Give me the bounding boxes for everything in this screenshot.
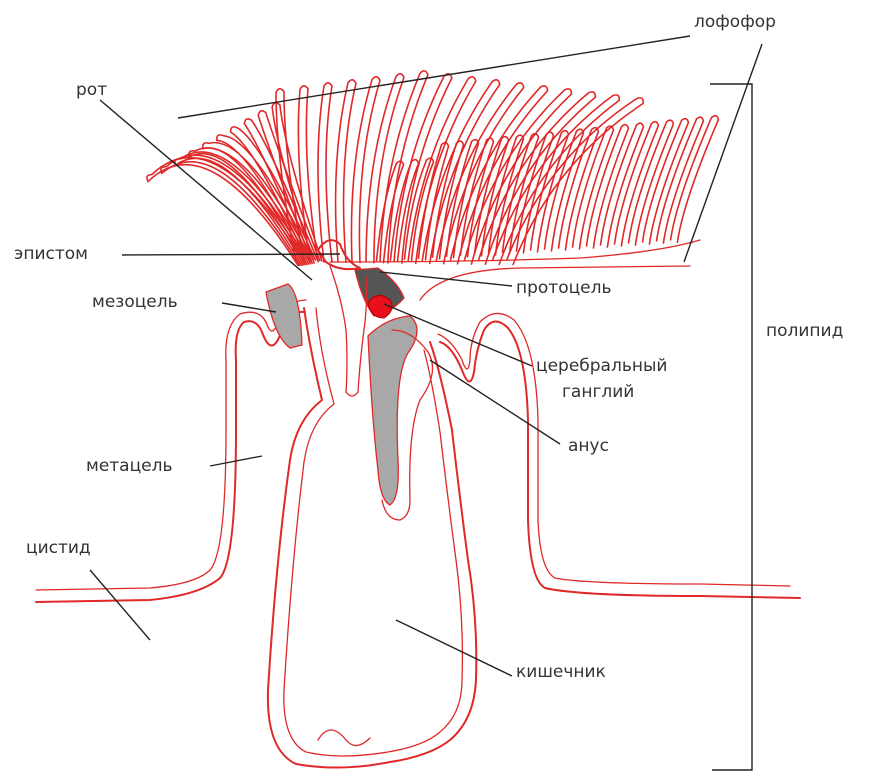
leader-protocoel xyxy=(380,272,512,286)
label-mouth: рот xyxy=(76,82,107,99)
leader-lophophore-2 xyxy=(684,44,762,262)
leader-mouth xyxy=(100,100,312,280)
tentacle xyxy=(336,80,356,262)
tentacle xyxy=(657,117,704,243)
leader-intestine xyxy=(396,620,512,676)
label-protocoel: протоцель xyxy=(516,280,612,297)
leader-epistome xyxy=(122,254,340,255)
label-lophophore: лофофор xyxy=(694,14,776,31)
tentacle xyxy=(643,119,689,244)
label-polypide: полипид xyxy=(766,323,843,340)
label-intestine: кишечник xyxy=(516,664,606,681)
leader-cystid xyxy=(90,570,150,640)
tentacle xyxy=(318,83,332,262)
tentacle xyxy=(366,74,404,263)
label-cystid: цистид xyxy=(26,540,91,557)
label-anus: анус xyxy=(568,438,609,455)
gut-fold xyxy=(318,730,370,746)
polypide-bracket xyxy=(710,84,752,770)
cerebral-ganglion-fill xyxy=(368,295,392,318)
cystid-right-wall-inner xyxy=(438,313,790,586)
mesocoel-fill xyxy=(266,284,302,348)
label-cerebral-ganglion-line2: ганглий xyxy=(562,384,634,401)
tentacle xyxy=(517,132,554,253)
label-metacoel: метацель xyxy=(86,458,173,475)
tentacle xyxy=(351,77,380,263)
label-epistome: эпистом xyxy=(14,246,88,263)
label-cerebral-ganglion-line1: церебральный xyxy=(536,358,667,375)
tentacle xyxy=(671,116,719,242)
label-mesocoel: мезоцель xyxy=(92,294,178,311)
lophophore-tentacles xyxy=(147,71,719,266)
